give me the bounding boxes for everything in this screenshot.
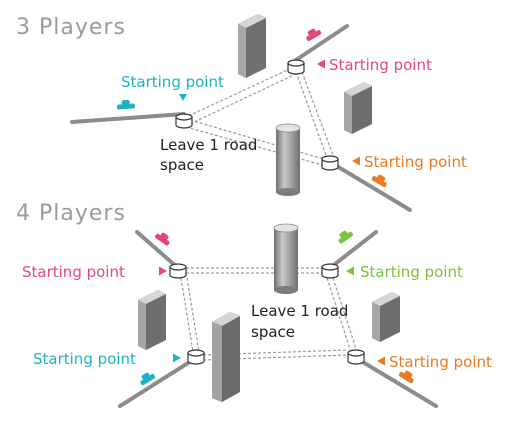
car-icon-orange-4p [398,370,414,384]
car-icon-orange-3p [371,174,387,187]
settlement-marker-cyan-3p [175,113,193,129]
car-icon-pink-4p [155,232,170,246]
dashed-paths-3p [183,65,334,167]
settlement-marker-cyan-4p [187,349,205,365]
arrow-icon-cyan-4p [173,353,181,363]
car-icon-green-4p [338,230,353,244]
leave-road-note-line2-3p: space [160,156,204,174]
starting-point-label-cyan-4p: Starting point [33,350,136,368]
tower-cylinder-4p [273,223,299,294]
car-icon-cyan-3p [116,99,135,110]
starting-point-label-pink-3p: Starting point [329,56,432,74]
arrow-icon-cyan-3p [179,94,187,101]
starting-point-label-orange-4p: Starting point [389,353,492,371]
leave-road-note-line2-4p: space [251,323,295,341]
dashed-paths-4p [180,267,358,361]
starting-point-label-cyan-3p: Starting point [121,73,224,91]
heading-3-players: 3 Players [16,15,126,40]
arrow-icon-pink-3p [317,59,325,69]
building-left-4p [138,290,166,350]
leave-road-note-line1-3p: Leave 1 road [160,136,257,154]
roads-3p [70,24,412,212]
settlement-marker-orange-3p [321,155,339,171]
heading-4-players: 4 Players [16,201,126,226]
settlement-marker-pink-3p [287,59,305,75]
starting-point-label-green-4p: Starting point [360,263,463,281]
building-small-3p [344,82,372,134]
arrow-icon-green-4p [346,266,354,276]
building-right-4p [372,292,400,342]
roads-4p [118,230,438,408]
car-icon-pink-3p [306,28,322,41]
building-tall-3p [238,14,266,78]
arrow-icon-pink-4p [159,266,167,276]
arrow-icon-orange-4p [377,356,385,366]
settlement-marker-pink-4p [169,263,187,279]
tower-cylinder-3p [275,123,301,196]
settlement-marker-orange-4p [347,349,365,365]
starting-point-label-orange-3p: Starting point [364,153,467,171]
building-tall-4p [212,312,240,402]
settlement-marker-green-4p [321,263,339,279]
starting-point-label-pink-4p: Starting point [22,263,125,281]
car-icon-cyan-4p [140,372,156,386]
arrow-icon-orange-3p [352,156,360,166]
leave-road-note-line1-4p: Leave 1 road [251,302,348,320]
